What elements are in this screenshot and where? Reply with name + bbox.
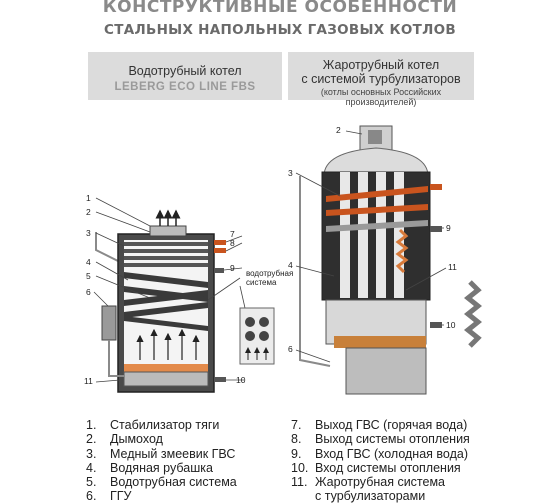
legend-num: 6. [86, 489, 97, 504]
left-water-pipe [95, 232, 121, 263]
right-boiler-heading-1: Жаротрубный котел [322, 58, 440, 72]
legend-item: 11. Жаротрубная система [291, 475, 470, 489]
left-label-10: 10 [236, 375, 246, 385]
right-side-pipe [299, 176, 331, 367]
legend-text: Выход системы отопления [315, 432, 470, 447]
left-boiler: водотрубная система 1 2 3 4 5 6 7 8 9 10… [84, 193, 293, 393]
callout-tube-circles [245, 317, 269, 341]
legend-right: 7. Выход ГВС (горячая вода) 8. Выход систе… [291, 418, 470, 504]
right-leader-lines [295, 130, 447, 363]
right-label-10: 10 [446, 320, 456, 330]
page-title: КОНСТРУКТИВНЫЕ ОСОБЕННОСТИ СТАЛЬНЫХ НАПО… [0, 0, 560, 38]
right-label-3: 3 [288, 168, 293, 178]
left-coil [124, 242, 208, 267]
left-label-11: 11 [84, 376, 93, 386]
legend-item: 3. Медный змеевик ГВС [86, 447, 237, 461]
left-label-6: 6 [86, 287, 91, 297]
right-label-6: 6 [288, 344, 293, 354]
legend-text: Медный змеевик ГВС [110, 446, 236, 461]
legend-item: 7. Выход ГВС (горячая вода) [291, 418, 470, 432]
right-burner-box [345, 347, 427, 395]
turbulator-sample [463, 280, 483, 348]
legend-num: 9. [291, 446, 302, 461]
left-outlet-pipes [214, 240, 226, 382]
right-turbulator [395, 228, 409, 274]
left-flame-arrows [136, 328, 200, 360]
left-label-1: 1 [86, 193, 91, 203]
legend-num: 3. [86, 446, 97, 461]
legend-num: 11. [291, 475, 308, 490]
left-gas-valve [101, 305, 117, 341]
legend-text: Водотрубная система [110, 475, 237, 490]
legend-text: Выход ГВС (горячая вода) [315, 418, 468, 432]
right-boiler-heading-2: с системой турбулизаторов [301, 72, 461, 86]
right-boiler-header: Жаротрубный котел с системой турбулизато… [288, 52, 474, 107]
left-draft-stabilizer [149, 225, 187, 237]
legend-text: Вход ГВС (холодная вода) [315, 446, 468, 461]
right-label-9: 9 [446, 223, 451, 233]
left-label-2: 2 [86, 207, 91, 217]
left-boiler-model: LEBERG ECO LINE FBS [114, 81, 256, 93]
legend-num: 2. [86, 432, 97, 447]
legend-item: 5. Водотрубная система [86, 475, 237, 489]
legend-item: 2. Дымоход [86, 432, 237, 446]
left-label-9: 9 [230, 263, 235, 273]
left-boiler-header: Водотрубный котел LEBERG ECO LINE FBS [88, 52, 282, 100]
legend-item: 6. ГГУ [86, 489, 237, 503]
legend-item: 10. Вход системы отопления [291, 461, 470, 475]
callout-label-1: водотрубная [246, 269, 293, 278]
callout-arrows [245, 347, 269, 360]
left-label-3: 3 [86, 228, 91, 238]
legend-item: 1. Стабилизатор тяги [86, 418, 237, 432]
legend-left: 1. Стабилизатор тяги 2. Дымоход 3. Медный з… [86, 418, 237, 504]
legend-num: 1. [86, 418, 97, 432]
legend-num: 5. [86, 475, 97, 490]
title-line-2: СТАЛЬНЫХ НАПОЛЬНЫХ ГАЗОВЫХ КОТЛОВ [104, 22, 456, 38]
left-label-5: 5 [86, 271, 91, 281]
left-leader-lines [93, 197, 244, 383]
right-boiler-note: (котлы основных Российских производителе… [320, 87, 442, 107]
left-boiler-heading: Водотрубный котел [128, 64, 242, 78]
left-burner [123, 371, 209, 387]
left-label-7: 7 [230, 229, 235, 239]
legend-text: ГГУ [110, 489, 132, 504]
callout-label-2: система [246, 278, 277, 287]
right-dhw-pipes [326, 186, 428, 232]
legend-num: 4. [86, 460, 97, 475]
legend-item: 8. Выход системы отопления [291, 432, 470, 446]
legend-text: Водяная рубашка [110, 460, 213, 475]
right-boiler: 2 3 4 6 9 10 11 [288, 125, 483, 395]
right-label-11: 11 [448, 262, 457, 272]
right-label-2: 2 [336, 125, 341, 135]
left-water-tube-system [124, 272, 208, 331]
legend-num: 10. [291, 460, 309, 475]
right-boiler-dome [323, 147, 429, 177]
legend-item: 9. Вход ГВС (холодная вода) [291, 447, 470, 461]
right-outlet-pipes [430, 184, 442, 328]
legend-text: Вход системы отопления [315, 460, 461, 475]
left-label-8: 8 [230, 238, 235, 248]
right-label-4: 4 [288, 260, 293, 270]
legend-text: Дымоход [110, 432, 163, 447]
legend-num: 8. [291, 432, 302, 447]
left-label-4: 4 [86, 257, 91, 267]
legend-num: 7. [291, 418, 302, 432]
left-burner-flame [124, 364, 208, 372]
legend-continuation: с турбулизаторами [315, 489, 426, 504]
title-line-1: КОНСТРУКТИВНЫЕ ОСОБЕННОСТИ [102, 0, 458, 17]
legend-text: Жаротрубная система [315, 475, 446, 490]
right-burner-flame [334, 336, 426, 348]
legend-item: 4. Водяная рубашка [86, 461, 237, 475]
left-flue-arrows [155, 209, 181, 226]
legend-text: Стабилизатор тяги [110, 418, 220, 432]
right-fire-tubes [340, 172, 404, 298]
